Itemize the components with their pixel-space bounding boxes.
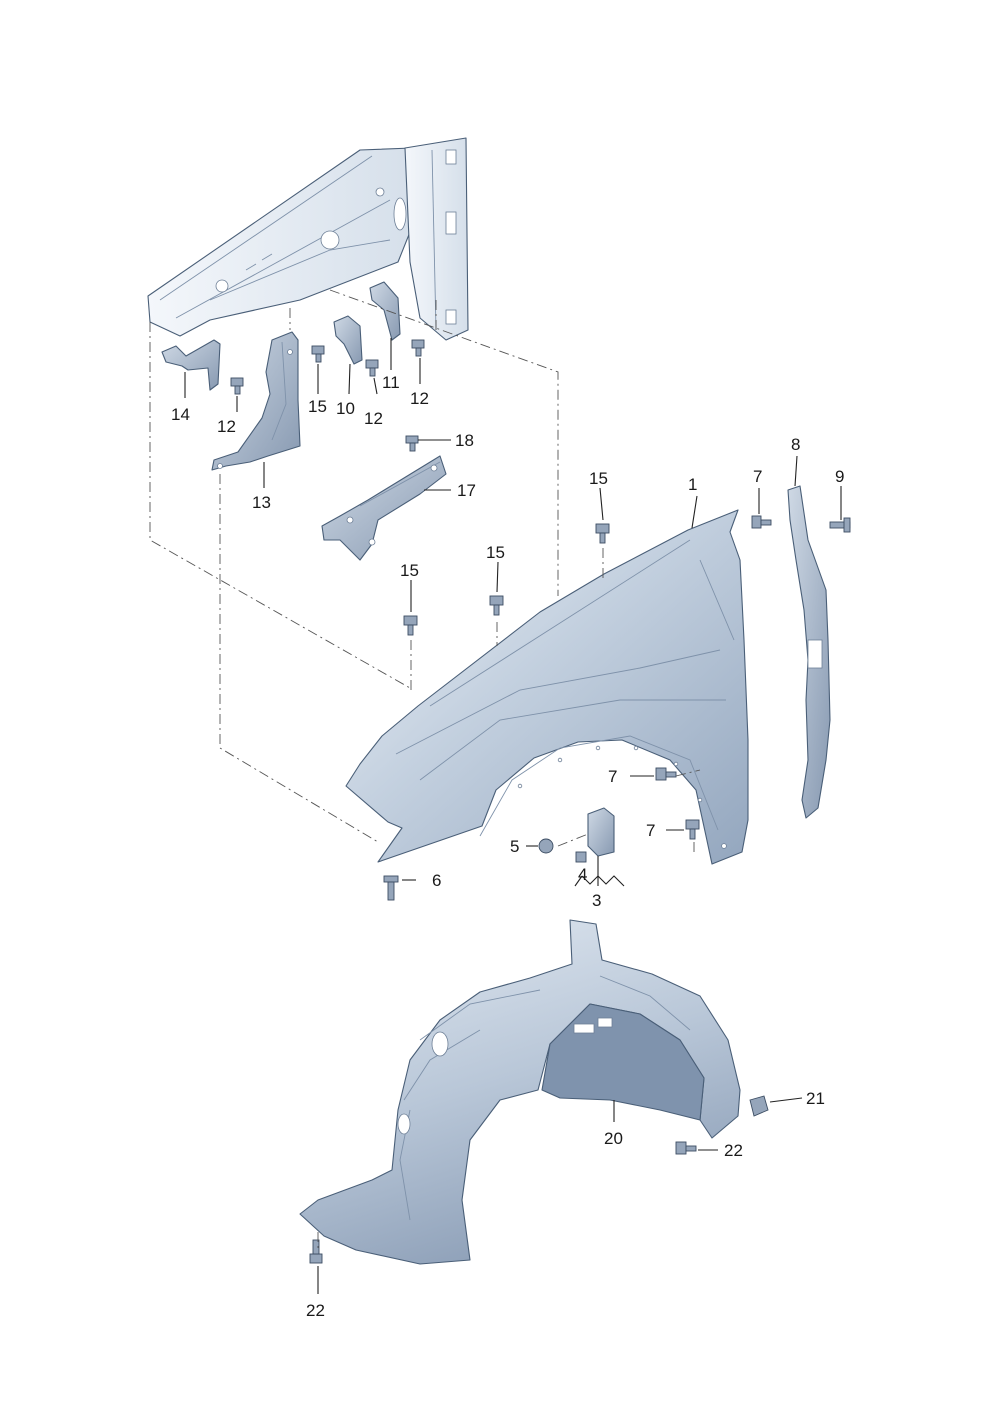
bolt-7c bbox=[685, 819, 700, 840]
callout-12-mid: 12 bbox=[364, 409, 383, 428]
callout-3: 3 bbox=[592, 891, 601, 910]
callout-4: 4 bbox=[578, 865, 587, 884]
callout-8: 8 bbox=[791, 435, 800, 454]
pin-9 bbox=[829, 517, 851, 533]
wheel-housing-liner bbox=[299, 919, 741, 1265]
callout-17: 17 bbox=[457, 481, 476, 500]
bolt-22b bbox=[309, 1239, 323, 1264]
bolt-7b bbox=[655, 767, 677, 781]
callout-18: 18 bbox=[455, 431, 474, 450]
bracket-10 bbox=[333, 315, 363, 365]
callout-12-right: 12 bbox=[410, 389, 429, 408]
callout-22-right: 22 bbox=[724, 1141, 743, 1160]
bolt-22a bbox=[675, 1141, 697, 1155]
bracket-14 bbox=[161, 339, 221, 391]
callout-15-fender-mid: 15 bbox=[486, 543, 505, 562]
callout-7-top: 7 bbox=[753, 467, 762, 486]
bolt-15d bbox=[403, 615, 418, 636]
callout-11: 11 bbox=[382, 373, 400, 392]
callout-22-left: 22 bbox=[306, 1301, 325, 1320]
callout-15-fender-left: 15 bbox=[400, 561, 419, 580]
clip-4 bbox=[575, 851, 587, 863]
callout-9: 9 bbox=[835, 467, 844, 486]
bolt-15a bbox=[311, 345, 325, 363]
callout-10: 10 bbox=[336, 399, 355, 418]
bolt-12a bbox=[230, 377, 244, 395]
callout-20: 20 bbox=[604, 1129, 623, 1148]
callout-15-fender-top: 15 bbox=[589, 469, 608, 488]
bracket-17 bbox=[321, 455, 447, 561]
callout-1: 1 bbox=[688, 475, 697, 494]
callout-5: 5 bbox=[510, 837, 519, 856]
bracket-11 bbox=[369, 281, 401, 341]
assembly-reference-lines bbox=[149, 289, 701, 1250]
clip-21 bbox=[749, 1095, 769, 1117]
bolt-15b bbox=[595, 523, 610, 544]
nut-5 bbox=[538, 838, 554, 854]
front-fender bbox=[345, 509, 749, 865]
callout-12-left: 12 bbox=[217, 417, 236, 436]
bolt-18 bbox=[405, 435, 419, 452]
body-panel-structure bbox=[147, 137, 469, 341]
callout-6: 6 bbox=[432, 871, 441, 890]
fender-seal-strip bbox=[787, 485, 831, 819]
callout-labels: 1 3 4 5 6 7 7 7 8 9 10 11 12 12 12 13 14… bbox=[171, 373, 844, 1320]
callout-7-low: 7 bbox=[646, 821, 655, 840]
bolt-12b bbox=[365, 359, 379, 377]
bracket-13 bbox=[211, 331, 301, 471]
clip-3 bbox=[587, 807, 615, 857]
callout-7-mid: 7 bbox=[608, 767, 617, 786]
leader-lines bbox=[184, 338, 842, 1294]
stud-6 bbox=[383, 875, 399, 901]
callout-14: 14 bbox=[171, 405, 190, 424]
callout-21: 21 bbox=[806, 1089, 825, 1108]
callout-13: 13 bbox=[252, 493, 271, 512]
fasteners bbox=[230, 339, 851, 1264]
callout-15-bracket: 15 bbox=[308, 397, 327, 416]
bolt-7a bbox=[751, 515, 772, 529]
bolt-12c bbox=[411, 339, 425, 357]
bolt-15c bbox=[489, 595, 504, 616]
